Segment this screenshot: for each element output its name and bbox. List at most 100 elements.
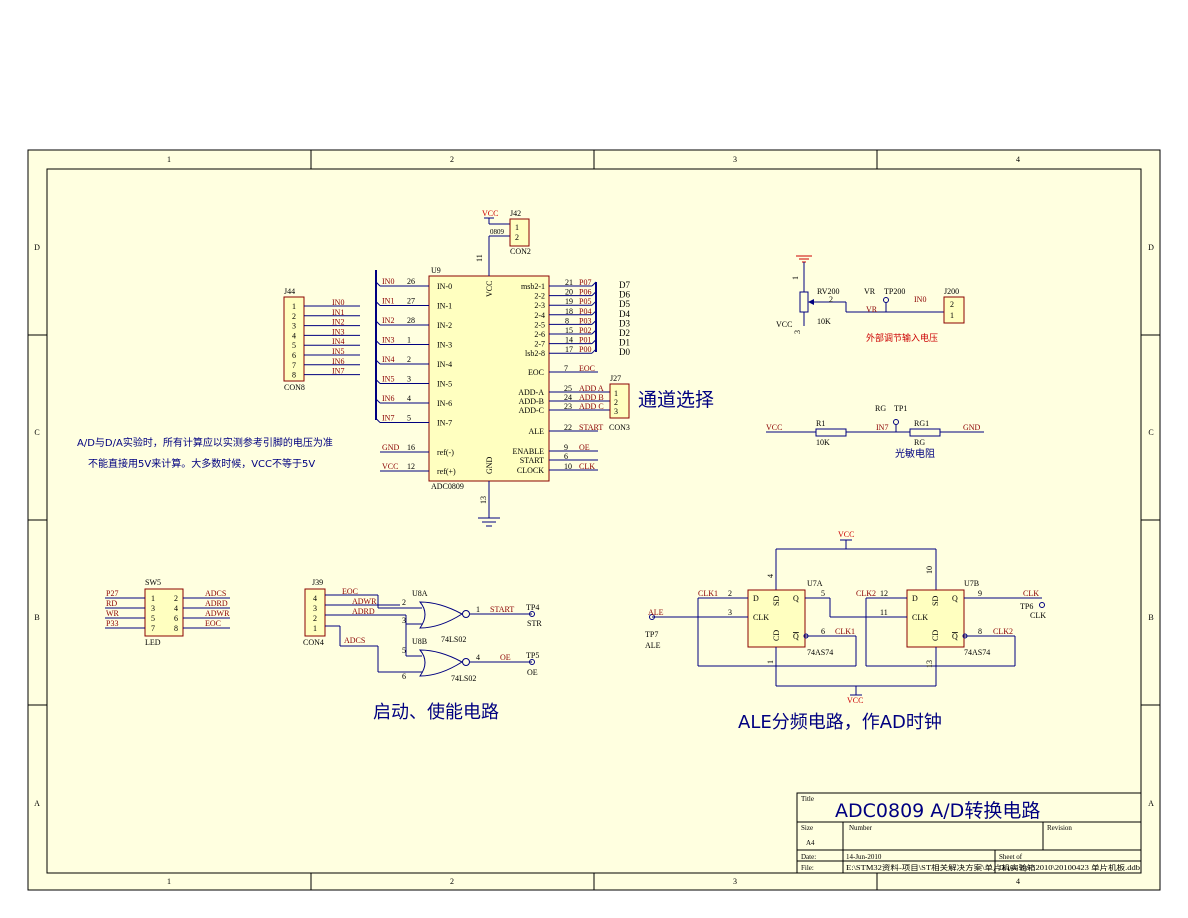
u7b-body — [906, 589, 965, 648]
u9-data-net: P06 — [579, 288, 591, 297]
u9-ref-pin-name: ref(-) — [437, 448, 454, 457]
u8a-out-pin: 1 — [476, 605, 480, 614]
rv200-net-vr: VR — [866, 305, 878, 314]
ff-tp7: TP7 — [645, 630, 658, 639]
sw5-left-net: WR — [106, 609, 120, 618]
j39-part: CON4 — [303, 638, 324, 647]
u9-data-net: P05 — [579, 297, 591, 306]
u9-data-pin-name: 2-2 — [534, 292, 545, 301]
u7b-ref: U7B — [964, 579, 979, 588]
ale-divider-note: ALE分频电路，作AD时钟 — [738, 712, 942, 733]
j27-connector: J27 1 2 3 CON3 — [609, 374, 630, 432]
j27-pin-3: 3 — [614, 407, 618, 416]
j44-pin-num: 1 — [292, 302, 296, 311]
zone-col-top-1: 1 — [167, 155, 171, 164]
u9-data-pin-num: 8 — [565, 316, 569, 325]
ff-clk-label: CLK — [1023, 589, 1039, 598]
u9-in-net: IN0 — [382, 277, 394, 286]
u7b-pin-qn: Q — [952, 632, 958, 641]
j27-pin-2: 2 — [614, 398, 618, 407]
u9-vcc-pin-num: 11 — [475, 254, 484, 262]
sw5-left-pin: 3 — [151, 604, 155, 613]
u7b-pinnum-qn: 8 — [978, 627, 982, 636]
zone-col-bottom-3: 3 — [733, 877, 737, 886]
u9-ctrl-pin-num: 25 — [564, 384, 572, 393]
u9-in-pin-name: IN-0 — [437, 282, 452, 291]
sw5-right-net: ADCS — [205, 589, 226, 598]
ff-vcc-top: VCC — [838, 530, 854, 539]
u7b-pinnum-q: 9 — [978, 589, 982, 598]
u7b-pinnum-sd: 10 — [925, 566, 934, 574]
sw5-right-pin: 4 — [174, 604, 178, 613]
j200-body — [943, 296, 965, 324]
u7a-pin-d: D — [753, 594, 759, 603]
u9-ref-net: VCC — [382, 462, 398, 471]
u9-data-net: P01 — [579, 336, 591, 345]
u7b-part: 74AS74 — [964, 648, 990, 657]
tb-size: A4 — [806, 839, 815, 847]
u9-ref-net: GND — [382, 443, 400, 452]
sw5-left-pin: 7 — [151, 624, 155, 633]
u9-ctrl-pin-name: ADD-B — [519, 397, 544, 406]
u9-part: ADC0809 — [431, 482, 464, 491]
u8b-ref: U8B — [412, 637, 427, 646]
zone-row-left-c: C — [34, 428, 39, 437]
u8a-gate-body — [418, 601, 463, 629]
rv200-wiper-pin: 2 — [829, 295, 833, 304]
photoresistor-note: 光敏电阻 — [895, 447, 935, 460]
photo-gnd: GND — [963, 423, 981, 432]
u9-in-pin-name: IN-5 — [437, 380, 452, 389]
zone-row-right-a: A — [1148, 799, 1154, 808]
photo-rg-label: RG — [875, 404, 886, 413]
u7b-pin-d: D — [912, 594, 918, 603]
ff-clk1-label: CLK1 — [698, 589, 718, 598]
j39-net: ADWR — [352, 597, 377, 606]
u9-ctrl-pin-name: ENABLE — [512, 447, 544, 456]
photoresistor-circuit — [766, 424, 984, 437]
tb-sheet-label: Sheet of — [999, 853, 1023, 861]
u9-bus-entry — [375, 379, 381, 384]
j44-pin-num: 4 — [292, 331, 296, 340]
u7b-pinnum-cd: 13 — [925, 660, 934, 668]
u9-data-bit: D4 — [619, 309, 630, 319]
j39-net: ADRD — [352, 607, 375, 616]
u9-vcc-pin-name: VCC — [485, 281, 494, 297]
u9-bus-entry — [375, 301, 381, 306]
j44-net: IN0 — [332, 298, 344, 307]
u9-in-pin-num: 1 — [407, 336, 411, 345]
j44-part: CON8 — [284, 383, 305, 392]
u9-ctrl-net: ADD B — [579, 393, 604, 402]
nor-gates — [325, 594, 532, 677]
j42-connector: VCC 0809 J42 1 2 CON2 — [482, 209, 531, 256]
j44-body — [283, 296, 305, 382]
ff-vcc-bot: VCC — [847, 696, 863, 705]
j44-net: IN1 — [332, 308, 344, 317]
sw5-left-pin: 5 — [151, 614, 155, 623]
u9-data-pin-name: 2-6 — [534, 330, 545, 339]
u9-data-bit: D2 — [619, 328, 630, 338]
u9-in-pin-name: IN-1 — [437, 302, 452, 311]
photo-r1-val: 10K — [816, 438, 830, 447]
j42-vcc: VCC — [482, 209, 498, 218]
u9-in-pin-name: IN-6 — [437, 399, 452, 408]
j42-pin-1: 1 — [515, 223, 519, 232]
ff-tp6-net: CLK — [1030, 611, 1046, 620]
u9-in-pin-num: 5 — [407, 414, 411, 423]
u9-data-pin-name: lsb2-8 — [525, 349, 545, 358]
zone-row-right-b: B — [1148, 613, 1153, 622]
u9-ctrl-pin-num: 6 — [564, 452, 568, 461]
u9-data-pin-name: msb2-1 — [521, 282, 545, 291]
u9-in-pin-name: IN-4 — [437, 360, 452, 369]
u8b-gate-body — [418, 649, 463, 677]
rg1-body — [909, 428, 941, 437]
u7b-pin-q: Q — [952, 594, 958, 603]
photo-in7: IN7 — [876, 423, 888, 432]
j42-part: CON2 — [510, 247, 531, 256]
u9-data-net: P00 — [579, 345, 591, 354]
u9-bus-entry — [375, 340, 381, 345]
j44-net: IN5 — [332, 347, 344, 356]
